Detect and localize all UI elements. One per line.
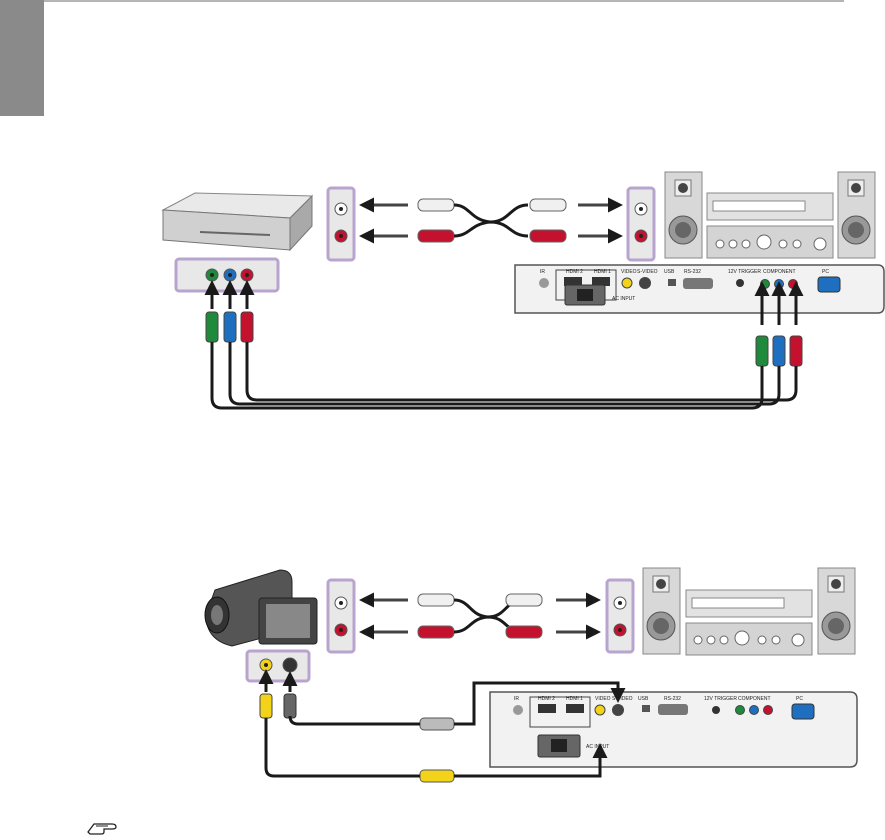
source-component-output-panel (174, 257, 280, 293)
projector-rear-panel-icon-2: IR HDMI 2 HDMI 1 VIDEO S-VIDEO USB RS-23… (489, 691, 858, 768)
hdmi1-label: HDMI 1 (594, 269, 611, 275)
note-hand-icon (87, 823, 117, 835)
component-label-2: COMPONENT (738, 696, 771, 702)
hdmi2-label: HDMI 2 (566, 269, 583, 275)
audio-system-icon (664, 171, 876, 259)
rs232-label-2: RS-232 (664, 696, 681, 702)
svideo-label: S-VIDEO (637, 269, 658, 275)
audio-rca-cable-2 (359, 592, 601, 640)
camcorder-icon (204, 569, 318, 647)
audio-system-input-panel-2 (605, 578, 635, 654)
pc-label: PC (822, 269, 829, 275)
source-audio-output-panel (326, 186, 356, 262)
component-arrows (204, 280, 804, 325)
chapter-tab (0, 0, 44, 116)
ir-label: IR (540, 269, 545, 275)
video-arrows (258, 669, 298, 692)
s-video-cable (288, 681, 626, 726)
header-rule (44, 0, 844, 2)
component-label: COMPONENT (763, 269, 796, 275)
pc-label-2: PC (796, 696, 803, 702)
hdmi2-label-2: HDMI 2 (538, 696, 555, 702)
usb-label: USB (664, 269, 675, 275)
trigger-label: 12V TRIGGER (728, 269, 761, 275)
rca-plug-icon (205, 311, 803, 367)
svideo-label-2: S-VIDEO (612, 696, 633, 702)
rs232-label: RS-232 (684, 269, 701, 275)
audio-system-icon-2 (642, 567, 856, 656)
ir-label-2: IR (514, 696, 519, 702)
dvd-player-icon (161, 192, 314, 252)
trigger-label-2: 12V TRIGGER (704, 696, 737, 702)
audio-rca-cable (359, 197, 623, 244)
video-label-2: VIDEO (595, 696, 611, 702)
video-label: VIDEO (621, 269, 637, 275)
source-audio-output-panel-2 (326, 578, 356, 654)
s-video-plug-icon (283, 693, 455, 731)
audio-system-input-panel (626, 186, 656, 262)
ac-label: AC INPUT (612, 296, 635, 302)
hdmi1-label-2: HDMI 1 (566, 696, 583, 702)
component-connection-diagram: IR HDMI 2 HDMI 1 VIDEO S-VIDEO USB RS-23… (161, 171, 885, 410)
svideo-video-connection-diagram: IR HDMI 2 HDMI 1 VIDEO S-VIDEO USB RS-23… (204, 567, 858, 783)
projector-rear-panel-icon: IR HDMI 2 HDMI 1 VIDEO S-VIDEO USB RS-23… (514, 264, 885, 314)
source-video-output-panel (245, 649, 311, 683)
component-video-cable (210, 342, 798, 410)
rca-plug-icon-2 (259, 693, 455, 783)
composite-video-cable (264, 718, 608, 778)
ac-label-2: AC INPUT (586, 744, 609, 750)
usb-label-2: USB (638, 696, 649, 702)
